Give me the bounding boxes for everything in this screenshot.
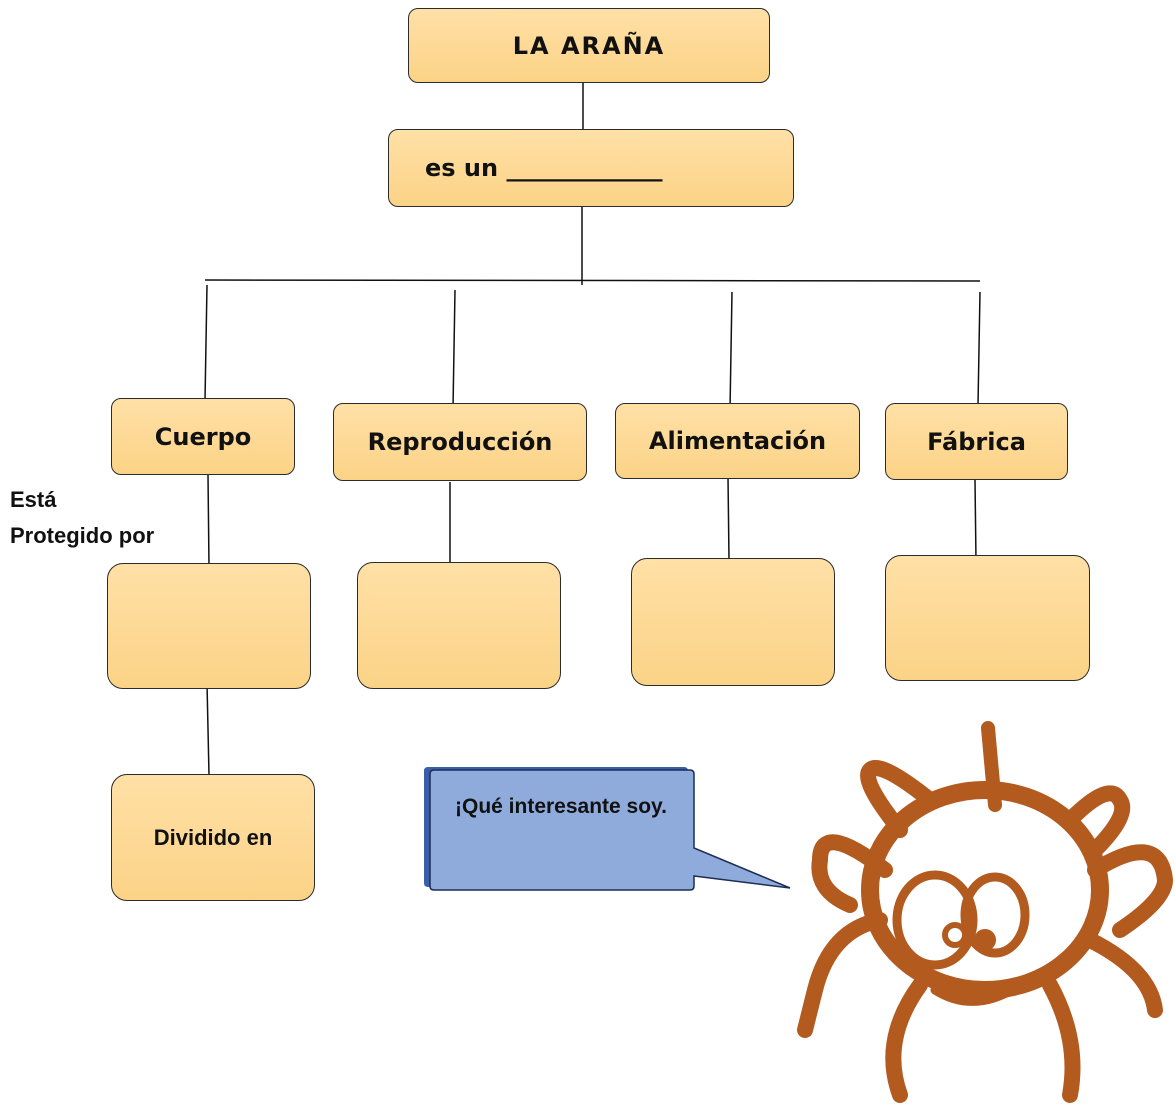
answer-box-reproduccion xyxy=(357,562,561,689)
divided-label: Dividido en xyxy=(153,824,273,850)
answer-box-fabrica xyxy=(885,555,1090,681)
side-label-line1: Está xyxy=(10,487,57,512)
title-text: LA ARAÑA xyxy=(512,31,666,60)
side-label-line2: Protegido por xyxy=(10,523,155,548)
answer-box-cuerpo xyxy=(107,563,311,689)
category-box-cuerpo: Cuerpo xyxy=(111,398,295,475)
subtitle-box: es un _____________ xyxy=(388,129,794,207)
category-box-alimentacion: Alimentación xyxy=(615,403,860,479)
category-box-reproduccion: Reproducción xyxy=(333,403,587,481)
category-label-alimentacion: Alimentación xyxy=(648,427,827,455)
category-label-fabrica: Fábrica xyxy=(927,427,1026,456)
speech-bubble-text: ¡Qué interesante soy. xyxy=(455,795,668,818)
divided-box: Dividido en xyxy=(111,774,315,901)
category-label-reproduccion: Reproducción xyxy=(367,428,553,456)
title-box: LA ARAÑA xyxy=(408,8,770,83)
subtitle-text: es un _____________ xyxy=(425,154,663,182)
category-label-cuerpo: Cuerpo xyxy=(154,422,252,451)
category-box-fabrica: Fábrica xyxy=(885,403,1068,480)
side-label: Está Protegido por xyxy=(10,482,154,554)
answer-box-alimentacion xyxy=(631,558,835,686)
